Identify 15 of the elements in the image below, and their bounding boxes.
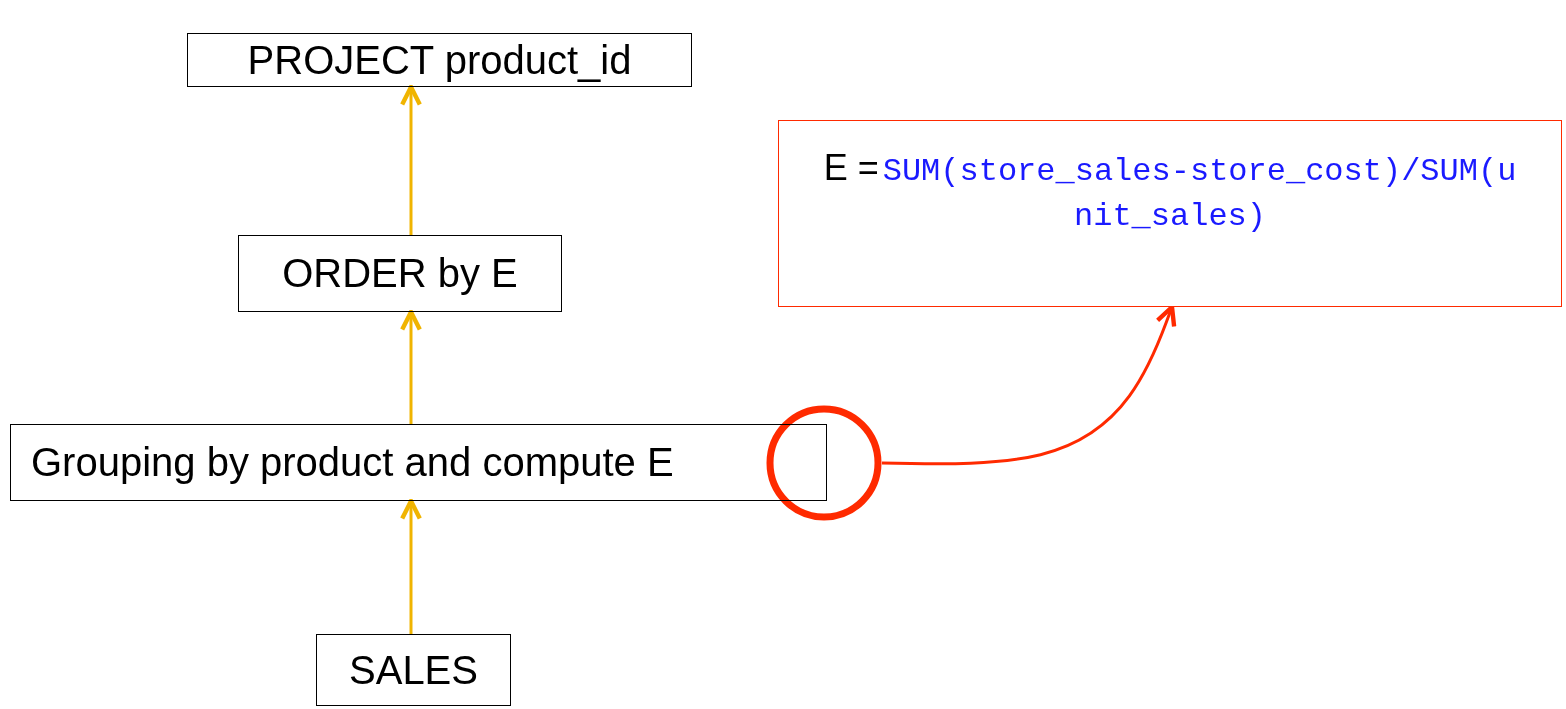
formula-expression: SUM(store_sales-store_cost)/SUM(unit_sales) bbox=[882, 153, 1517, 235]
process-box bbox=[316, 634, 511, 706]
formula-label: E = bbox=[823, 147, 879, 188]
process-box bbox=[187, 33, 692, 87]
arrow bbox=[400, 498, 422, 634]
arrow bbox=[400, 309, 422, 424]
node-label: SALES bbox=[349, 647, 478, 693]
arrow bbox=[400, 84, 422, 235]
formula-box bbox=[778, 120, 1562, 307]
node-label: Grouping by product and compute E bbox=[31, 440, 674, 485]
process-box bbox=[10, 424, 827, 501]
node-label: PROJECT product_id bbox=[247, 37, 632, 83]
highlight-circle bbox=[766, 405, 882, 521]
node-label: ORDER by E bbox=[282, 251, 518, 296]
process-box bbox=[238, 235, 562, 312]
